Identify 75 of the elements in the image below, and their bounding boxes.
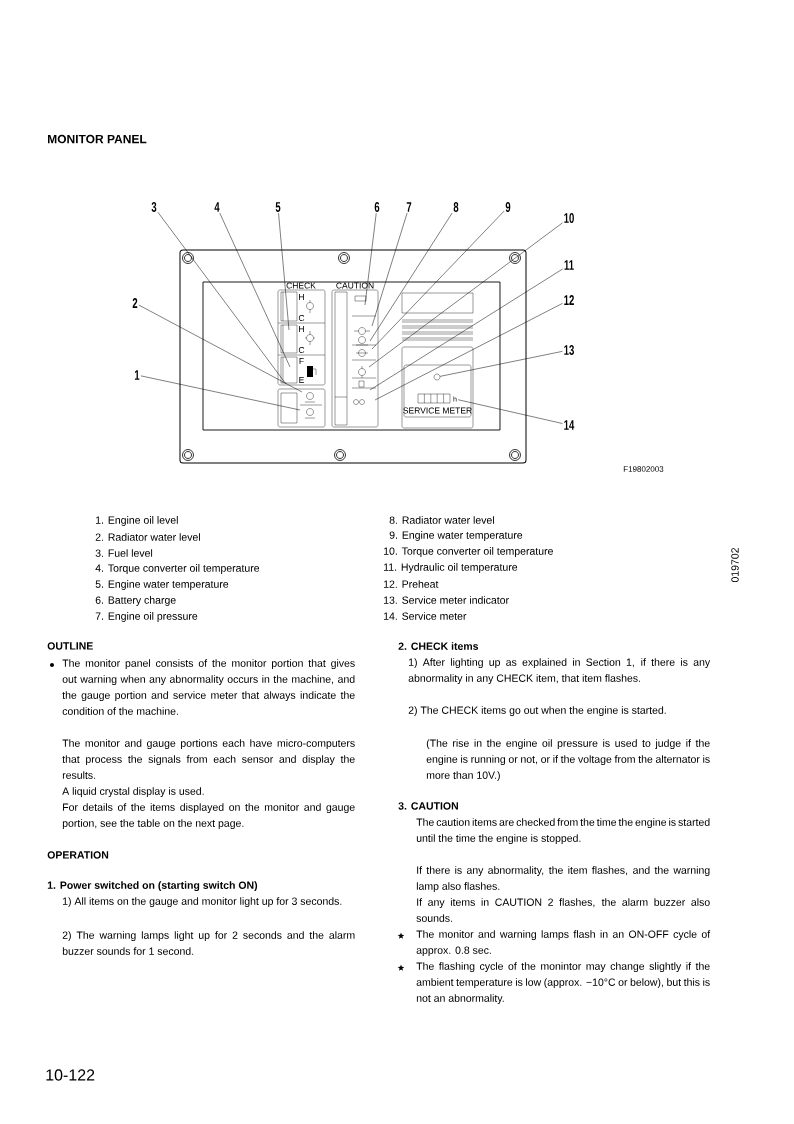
list-item: 14. Service meter xyxy=(384,612,467,620)
list-item: 4. Torque converter oil temperature xyxy=(95,564,260,574)
leader-line xyxy=(140,375,301,411)
paragraph: (The rise in the engine oil pressure is used to judge if the engine is running or not, or if the voltage from the alternator is more than 10V.) xyxy=(426,739,710,781)
callout-number: 8 xyxy=(453,202,459,212)
callout-number: 6 xyxy=(374,202,380,212)
figure-code: F19802003 xyxy=(623,466,664,472)
callout-number: 14 xyxy=(564,420,575,430)
page-number: 10-122 xyxy=(46,1069,95,1081)
panel-label: E xyxy=(299,377,304,383)
paragraph: The monitor panel consists of the monitor portion that gives out warning when any abnormality occurs in the machine, and the gauge portion and service meter that always indicate the condition of the machine. xyxy=(62,659,355,715)
list-paragraph: 2) The warning lamps light up for 2 seconds and the alarm buzzer sounds for 1 second. xyxy=(62,931,355,955)
callout-number: 1 xyxy=(134,370,140,380)
side-code: 019702 xyxy=(731,548,739,583)
leader-line xyxy=(157,211,287,385)
panel-label: F xyxy=(299,358,304,364)
panel-label: H xyxy=(299,294,304,300)
subheading: 3. CAUTION xyxy=(398,802,458,810)
list-item: 12. Preheat xyxy=(384,580,439,588)
leader-line xyxy=(278,212,290,331)
paragraph: The monitor and warning lamps flash in an ON-OFF cycle of approx. 0.8 sec. xyxy=(416,930,711,956)
leader-line xyxy=(369,212,453,342)
subheading: 1. Power switched on (starting switch ON) xyxy=(47,881,258,892)
list-paragraph: 1) After lighting up as explained in Section 1, if there is any abnormality in any CHECK item, that item flashes. xyxy=(408,658,711,684)
panel-label: CHECK xyxy=(286,282,316,289)
paragraph: The monitor and gauge portions each have micro-computers that process the signals from each sensor and display the results. xyxy=(62,739,355,779)
list-item: 1. Engine oil level xyxy=(96,516,178,526)
section-heading: OUTLINE xyxy=(47,642,93,650)
paragraph: For details of the items displayed on the monitor and gauge portion, see the table on the next page. xyxy=(62,803,355,829)
list-item: 8. Radiator water level xyxy=(389,516,494,524)
callout-number: 7 xyxy=(406,202,412,212)
list-paragraph: 1) All items on the gauge and monitor light up for 3 seconds. xyxy=(63,897,342,907)
leader-line xyxy=(371,212,408,327)
panel-label: SERVICE METER xyxy=(403,407,472,414)
list-item: 10. Torque converter oil temperature xyxy=(384,547,553,557)
leader-line xyxy=(364,212,377,306)
leader-line xyxy=(368,222,563,368)
callout-number: 12 xyxy=(564,295,574,305)
indicator-lamp xyxy=(433,373,441,381)
leader-line xyxy=(457,399,563,424)
callout-number: 5 xyxy=(275,202,281,212)
list-item: 13. Service meter indicator xyxy=(384,596,509,604)
callout-number: 13 xyxy=(564,345,574,355)
panel-label: C xyxy=(298,347,305,353)
leader-line xyxy=(374,303,563,401)
paragraph: The flashing cycle of the monintor may change slightly if the ambient temperature is low (approx. −10°C or below), but this is not an abnormality. xyxy=(416,962,710,1004)
callout-number: 2 xyxy=(132,298,138,308)
paragraph: A liquid crystal display is used. xyxy=(62,787,204,797)
leader-line xyxy=(369,268,563,391)
callout-number: 3 xyxy=(151,202,157,212)
heading: MONITOR PANEL xyxy=(48,134,147,144)
list-item: 11. Hydraulic oil temperature xyxy=(384,563,518,573)
callout-number: 9 xyxy=(505,202,511,212)
leader-line xyxy=(439,351,563,377)
list-item: 6. Battery charge xyxy=(95,596,176,606)
leader-line xyxy=(138,304,303,393)
panel-label: H xyxy=(299,326,304,332)
callout-number: 4 xyxy=(214,202,220,212)
paragraph: If there is any abnormality, the item flashes, and the warning lamp also flashes. xyxy=(416,866,710,892)
callout-number: 10 xyxy=(564,213,574,223)
list-item: 3. Fuel level xyxy=(95,549,153,557)
panel-label: C xyxy=(298,315,305,321)
subheading: 2. CHECK items xyxy=(398,642,479,650)
list-item: 5. Engine water temperature xyxy=(95,580,229,590)
section-heading: OPERATION xyxy=(47,851,109,859)
list-item: 9. Engine water temperature xyxy=(389,531,523,541)
paragraph: If any items in CAUTION 2 flashes, the alarm buzzer also sounds. xyxy=(416,898,710,922)
leader-line xyxy=(219,212,291,368)
leader-line xyxy=(371,210,505,350)
list-item: 2. Radiator water level xyxy=(95,533,200,541)
list-paragraph: 2) The CHECK items go out when the engine is started. xyxy=(408,706,666,716)
callout-number: 11 xyxy=(564,260,574,270)
panel-label: CAUTION xyxy=(336,282,374,289)
list-item: 7. Engine oil pressure xyxy=(95,612,198,622)
paragraph: The caution items are checked from the time the engine is started until the time the engine is stopped. xyxy=(416,818,710,844)
